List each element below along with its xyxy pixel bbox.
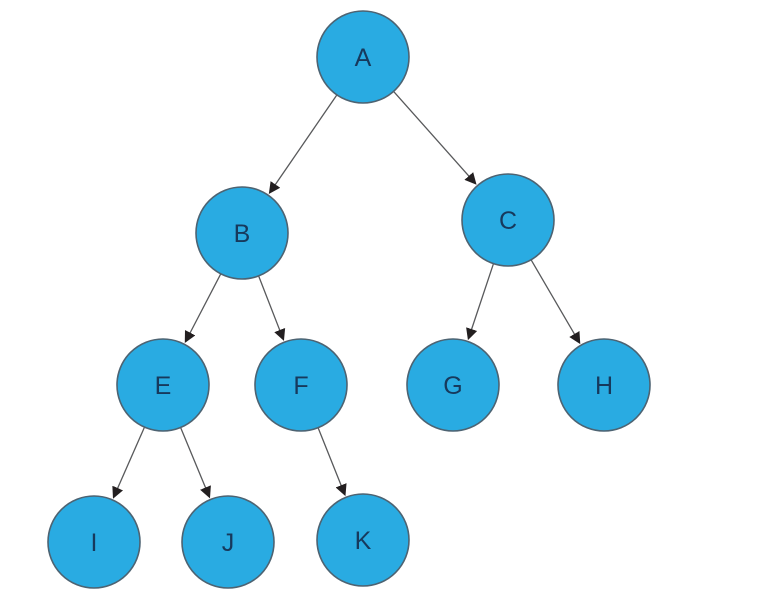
node-circle-F xyxy=(254,338,348,432)
node-circle-I xyxy=(47,495,141,589)
edge-C-G xyxy=(466,263,495,341)
tree-node-B: B xyxy=(195,186,289,280)
node-circle-B xyxy=(195,186,289,280)
edges-layer xyxy=(112,90,581,499)
edge-F-K xyxy=(317,427,347,497)
edge-B-E xyxy=(184,273,222,344)
tree-node-E: E xyxy=(116,338,210,432)
node-circle-H xyxy=(557,338,651,432)
tree-node-H: H xyxy=(557,338,651,432)
node-circle-C xyxy=(461,173,555,267)
edge-E-J xyxy=(179,427,211,499)
node-circle-K xyxy=(316,493,410,587)
edge-E-I xyxy=(112,426,146,499)
tree-node-G: G xyxy=(406,338,500,432)
edge-B-F xyxy=(257,275,286,341)
tree-node-J: J xyxy=(181,495,275,589)
tree-node-F: F xyxy=(254,338,348,432)
node-circle-A xyxy=(316,10,410,104)
edge-A-C xyxy=(393,90,477,185)
tree-node-C: C xyxy=(461,173,555,267)
tree-node-I: I xyxy=(47,495,141,589)
edge-A-B xyxy=(268,94,338,195)
tree-node-A: A xyxy=(316,10,410,104)
tree-node-K: K xyxy=(316,493,410,587)
node-circle-G xyxy=(406,338,500,432)
node-circle-J xyxy=(181,495,275,589)
node-circle-E xyxy=(116,338,210,432)
edge-C-H xyxy=(530,259,581,345)
